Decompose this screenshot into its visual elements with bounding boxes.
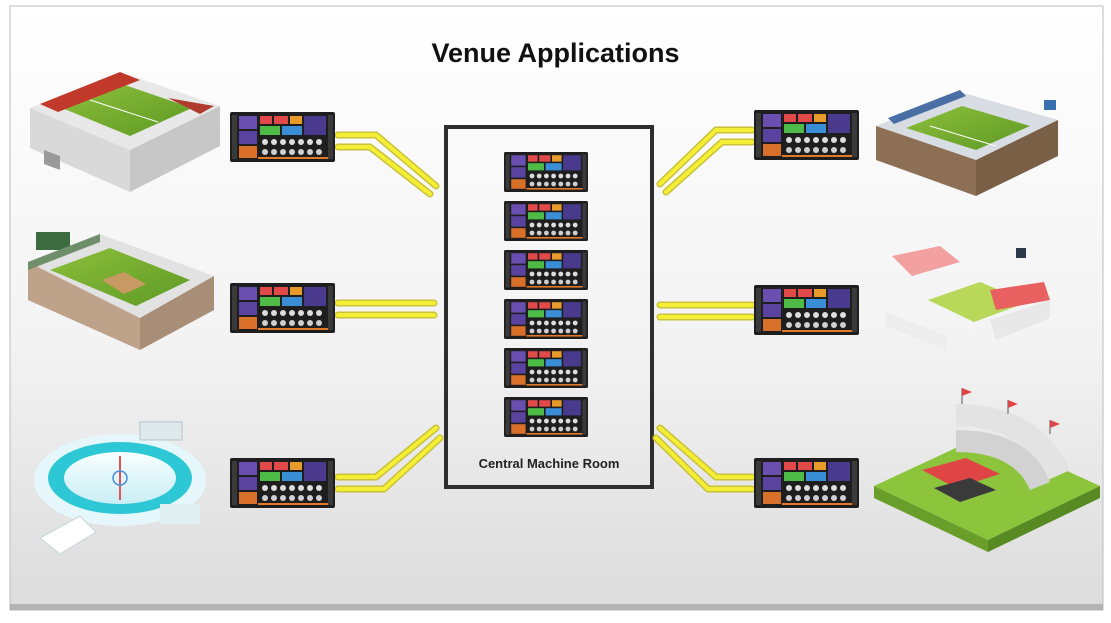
- link-middle-left: [334, 299, 438, 319]
- connection-links: [334, 126, 756, 493]
- central-rack-unit: [504, 299, 588, 339]
- rack-unit-top-left: [230, 112, 335, 162]
- rack-unit-middle-left: [230, 283, 335, 333]
- central-rack-unit: [504, 397, 588, 437]
- page-title: Venue Applications: [431, 38, 680, 68]
- concert-amphitheater-icon: [874, 388, 1100, 552]
- central-rack-unit: [504, 250, 588, 290]
- central-rack-unit: [504, 201, 588, 241]
- link-top-left: [334, 131, 440, 198]
- link-bottom-right: [652, 424, 756, 493]
- ice-hockey-arena-icon: [34, 421, 206, 555]
- rack-unit-middle-right: [754, 285, 859, 335]
- rack-unit-top-right: [754, 110, 859, 160]
- central-rack-unit: [504, 152, 588, 192]
- central-rack-unit: [504, 348, 588, 388]
- rack-unit-bottom-right: [754, 458, 859, 508]
- baseball-park-icon: [28, 232, 214, 350]
- tennis-venue-icon: [886, 246, 1050, 350]
- link-top-right: [656, 126, 756, 196]
- link-middle-right: [656, 301, 756, 321]
- central-machine-room-label: Central Machine Room: [478, 456, 620, 471]
- football-stadium-icon: [876, 90, 1058, 196]
- rack-unit-bottom-left: [230, 458, 335, 508]
- central-machine-room-frame: [444, 125, 654, 489]
- link-bottom-left: [334, 424, 444, 493]
- soccer-stadium-icon: [30, 72, 220, 192]
